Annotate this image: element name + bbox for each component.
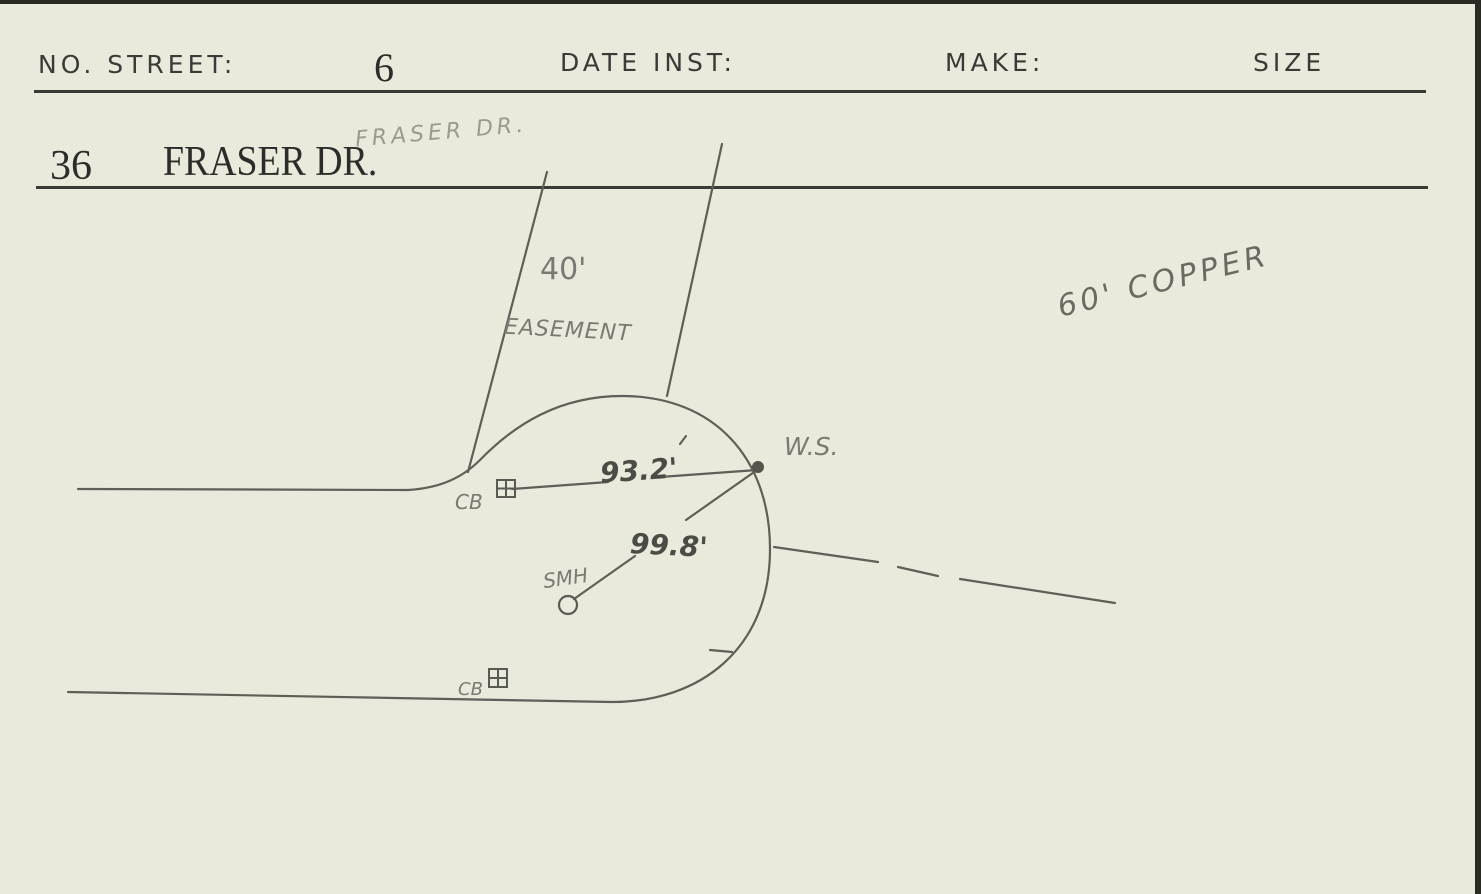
dim-line-cb-left <box>510 480 610 491</box>
cb-bottom-label: CB <box>458 679 483 700</box>
extension-dash-3 <box>958 577 1117 605</box>
dim-line-smh <box>572 554 637 601</box>
water-service-point <box>752 461 764 473</box>
easement-left-line <box>466 170 549 474</box>
dim-smh-to-ws: 99.8' <box>629 526 709 565</box>
service-sketch <box>66 142 1117 704</box>
bulb-tick <box>708 648 734 654</box>
street-top-line <box>76 487 410 492</box>
cb-bottom-symbol <box>488 668 508 688</box>
header-rule <box>34 90 1426 93</box>
extension-dash-1 <box>772 545 880 564</box>
cb-top-label: CB <box>455 490 483 514</box>
dim-cb-to-ws: 93.2' <box>598 451 679 490</box>
address-rule <box>36 186 1428 189</box>
dim-line-ws-diag <box>684 468 759 522</box>
width-label: 40' <box>540 252 587 287</box>
street-no-value: 6 <box>374 45 394 90</box>
street-name: FRASER DR. <box>163 139 378 185</box>
cb-top-symbol <box>496 479 516 498</box>
extension-dash-2 <box>896 565 940 578</box>
make-label: MAKE: <box>945 48 1045 77</box>
date-inst-label: DATE INST: <box>560 48 736 77</box>
smh-symbol <box>557 594 579 616</box>
street-no-label: NO. STREET: <box>38 50 237 79</box>
house-number: 36 <box>50 143 92 189</box>
cul-de-sac-outline <box>66 394 772 704</box>
ws-label: W.S. <box>784 432 839 461</box>
easement-right-line <box>665 142 724 398</box>
size-label: SIZE <box>1253 48 1326 77</box>
ws-tick <box>678 434 688 446</box>
dim-line-cb-right <box>658 468 759 479</box>
